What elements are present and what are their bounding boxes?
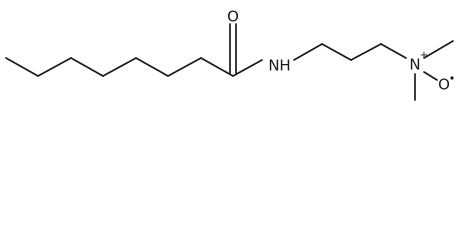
- bond-c7-c8: [200, 57, 234, 77]
- bond-n1-c9: [293, 43, 323, 61]
- positive-charge: +: [420, 50, 428, 61]
- bond-c8-n1: [232, 59, 263, 77]
- atom-nitrogen-amide: N: [268, 57, 279, 75]
- bond-c10-c11: [350, 43, 382, 61]
- alkyl-chain: [5, 57, 234, 77]
- bond-c1-c2: [5, 57, 39, 77]
- bond-c2-c3: [37, 57, 72, 77]
- chemical-structure: O N H N + O: [5, 8, 454, 101]
- carbonyl-group: O: [227, 8, 239, 74]
- propyl-linker: [293, 43, 407, 61]
- amide-nh-label: N H: [268, 57, 290, 75]
- atom-nitrogen-oxide: N: [409, 56, 420, 74]
- bond-c3-c4: [70, 57, 104, 77]
- atom-hydrogen-amide: H: [279, 57, 290, 75]
- atom-oxygen-carbonyl: O: [227, 8, 239, 26]
- atom-oxygen-oxide: O: [438, 76, 450, 94]
- bond-c6-c7: [167, 57, 202, 77]
- amine-oxide-group: N + O: [409, 40, 454, 101]
- bond-c5-c6: [135, 57, 169, 77]
- bond-c9-c10: [321, 43, 352, 61]
- bond-n2-o2: [423, 71, 438, 81]
- bond-c11-n2: [380, 43, 407, 59]
- bond-n2-methyl-a: [423, 40, 454, 59]
- bond-c4-c5: [102, 57, 137, 77]
- negative-charge-dot: [450, 76, 454, 80]
